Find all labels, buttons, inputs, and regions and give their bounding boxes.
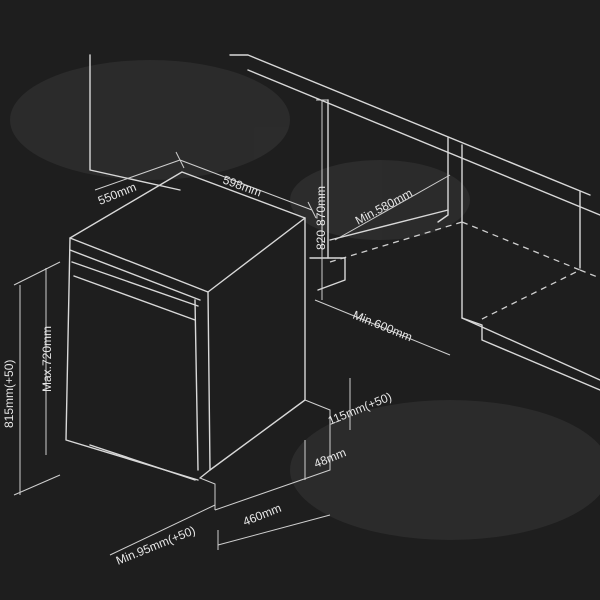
cabinet-outline [89, 54, 600, 391]
label-total-height: 815mm(+50) [2, 360, 16, 428]
label-door-height: Max.720mm [40, 326, 54, 392]
dimension-lines [13, 99, 451, 556]
label-door-offset: Min.95mm(+50) [114, 523, 197, 568]
label-depth: 550mm [96, 180, 138, 208]
label-niche-width: Min.600mm [351, 308, 414, 344]
niche-outline [329, 221, 600, 321]
label-cabinet-height: 820-870mm [314, 186, 328, 250]
label-plinth-depth: 460mm [241, 501, 283, 529]
chalk-smudges [10, 60, 600, 540]
label-width: 598mm [221, 173, 263, 200]
dishwasher-body [65, 171, 331, 511]
